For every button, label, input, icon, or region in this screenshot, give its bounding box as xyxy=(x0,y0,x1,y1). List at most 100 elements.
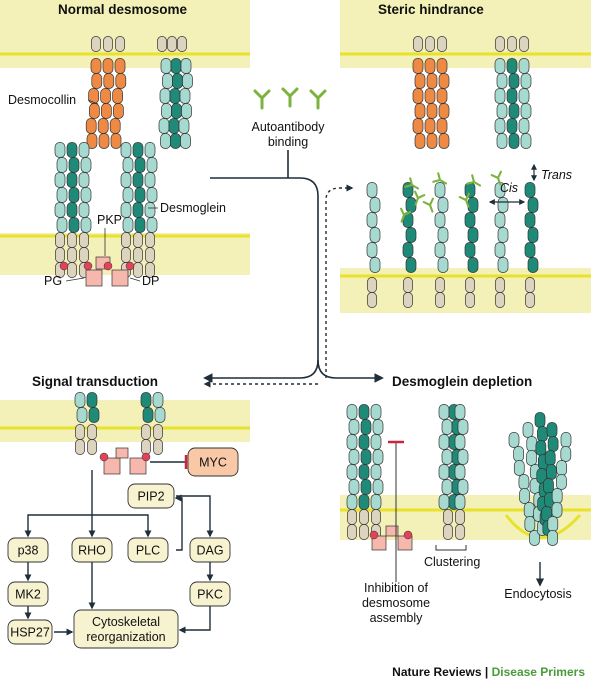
domain-segment xyxy=(436,118,448,134)
footer-separator: | xyxy=(484,665,489,679)
desmoglein-anchor xyxy=(177,36,187,52)
domain-segment xyxy=(524,212,536,228)
domain-segment xyxy=(535,440,547,456)
domain-segment xyxy=(425,36,435,52)
domain-segment xyxy=(55,247,65,263)
antibody-shape xyxy=(432,172,448,185)
domain-segment xyxy=(179,88,191,104)
desmoglein-chain xyxy=(132,142,146,233)
domain-segment xyxy=(467,197,479,213)
domain-segment xyxy=(133,247,143,263)
domain-segment xyxy=(120,202,132,218)
domain-segment xyxy=(369,227,381,243)
domain-segment xyxy=(513,446,524,462)
label-endocytosis: Endocytosis xyxy=(504,587,571,601)
domain-segment xyxy=(78,142,90,158)
anchor-chain xyxy=(75,424,85,455)
domain-segment xyxy=(556,460,567,476)
domain-segment xyxy=(358,434,370,450)
domain-segment xyxy=(438,494,450,510)
anchor-chain xyxy=(133,232,143,278)
domain-segment xyxy=(537,426,548,442)
domain-segment xyxy=(103,73,115,89)
domain-segment xyxy=(90,58,102,74)
domain-segment xyxy=(153,424,163,440)
desmoglein-chain xyxy=(152,392,166,423)
domain-segment xyxy=(526,450,537,466)
domain-segment xyxy=(454,464,466,480)
domain-segment xyxy=(133,262,143,278)
anchor-chain xyxy=(347,509,357,540)
domain-segment xyxy=(405,257,417,273)
domain-segment xyxy=(513,460,525,476)
domain-segment xyxy=(55,232,65,248)
cadherin-chains xyxy=(54,36,572,546)
domain-segment xyxy=(110,133,122,149)
pg-plaque xyxy=(85,269,103,287)
domain-segment xyxy=(132,172,144,188)
plaque-dot xyxy=(83,261,93,271)
domain-segment xyxy=(134,187,146,203)
desmoglein-chain xyxy=(168,58,183,149)
domain-segment xyxy=(370,464,382,480)
desmoglein-chain xyxy=(120,142,134,233)
domain-segment xyxy=(97,118,109,134)
domain-segment xyxy=(508,432,520,448)
arrow-pip2-dag xyxy=(176,495,214,538)
domain-segment xyxy=(414,73,426,89)
label-clustering: Clustering xyxy=(424,555,480,569)
desmocollin-anchor xyxy=(103,36,113,52)
domain-segment xyxy=(497,257,509,273)
desmoglein-chain xyxy=(518,58,532,149)
label-inhibition-3: assembly xyxy=(370,611,424,625)
desmocollin-chain xyxy=(97,58,115,149)
domain-segment xyxy=(457,479,469,495)
antibody xyxy=(253,89,271,110)
cytoskeletal-box-label-2: reorganization xyxy=(86,630,165,644)
domain-segment xyxy=(170,58,182,74)
desmocollin-anchor xyxy=(115,36,125,52)
domain-segment xyxy=(346,464,358,480)
rho-box-label: RHO xyxy=(78,544,106,558)
domain-segment xyxy=(520,73,532,89)
arrow-plc-pip2 xyxy=(174,494,183,551)
antibody-shape xyxy=(281,87,299,108)
domain-segment xyxy=(80,187,92,203)
domain-segment xyxy=(434,212,446,228)
domain-segment xyxy=(182,73,193,89)
domain-segment xyxy=(56,217,68,233)
domain-segment xyxy=(346,404,358,420)
domain-segment xyxy=(358,464,370,480)
dp-leader xyxy=(129,277,141,282)
domain-segment xyxy=(177,36,187,52)
label-inhibition-2: desmosome xyxy=(362,596,430,610)
domain-segment xyxy=(144,202,156,218)
anchor-chain xyxy=(495,277,505,308)
antibody-shape xyxy=(400,207,412,223)
title-normal-desmosome: Normal desmosome xyxy=(58,2,188,17)
plaque-dot xyxy=(125,261,135,271)
domain-segment xyxy=(437,36,447,52)
domain-segment xyxy=(347,524,357,540)
anchor-chain xyxy=(507,36,517,52)
domain-segment xyxy=(523,502,535,518)
anchor-chain xyxy=(403,277,413,308)
domain-segment xyxy=(78,202,90,218)
domain-segment xyxy=(367,277,377,293)
domain-segment xyxy=(508,133,520,149)
domain-segment xyxy=(527,197,539,213)
domain-segment xyxy=(367,292,377,308)
domain-segment xyxy=(437,197,449,213)
membrane-band xyxy=(0,0,250,68)
domain-segment xyxy=(436,58,448,74)
plc-box-label: PLC xyxy=(136,544,160,558)
desmoglein-chain xyxy=(438,404,453,510)
antibody-shape xyxy=(458,192,470,208)
desmoglein-chain xyxy=(54,142,68,233)
domain-segment xyxy=(508,103,520,119)
pip2-box-label: PIP2 xyxy=(137,490,164,504)
anchor-chain xyxy=(55,232,65,278)
